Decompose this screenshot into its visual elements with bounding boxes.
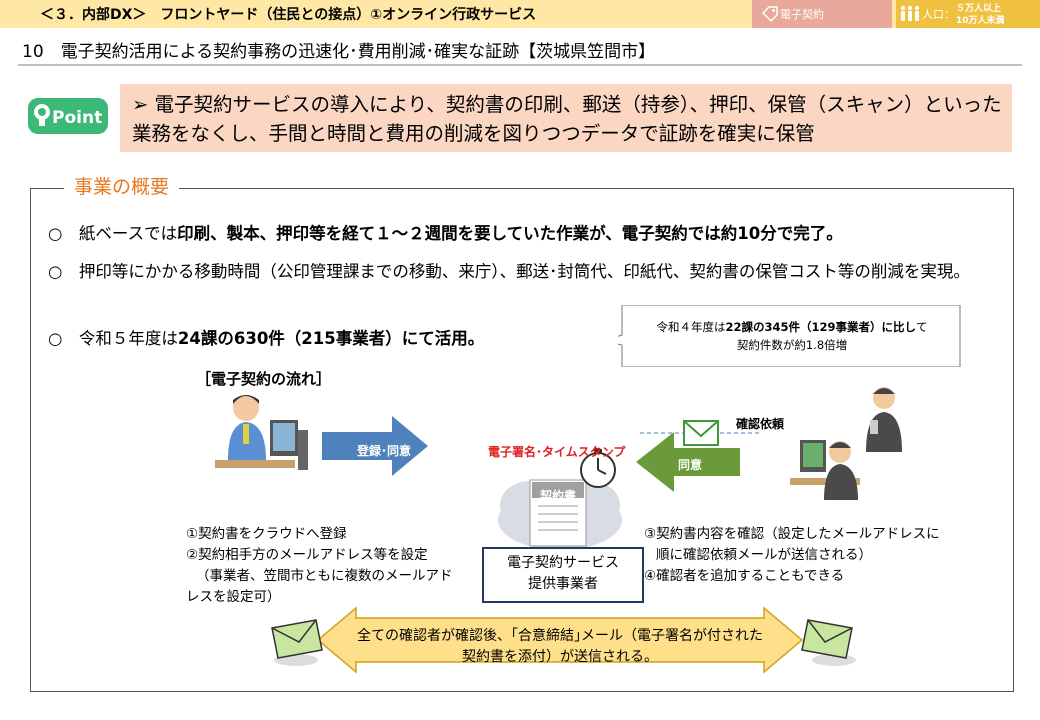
- step-4: ④確認者を追加することもできる: [644, 568, 845, 584]
- step-2-note-cont: レスを設定可）: [186, 589, 281, 605]
- overview-title: 事業の概要: [64, 172, 180, 199]
- tag-icon: [761, 6, 778, 23]
- register-arrow-label: 登録･同意: [356, 444, 411, 458]
- point-box: [120, 84, 1012, 152]
- business-partner-illustration: [790, 387, 902, 500]
- final-notice-line-1: 全ての確認者が確認後、｢合意締結｣メール（電子署名が付された: [357, 628, 763, 644]
- callout-line-2: 契約件数が約1.8倍増: [736, 338, 848, 352]
- case-title: 10 電子契約活用による契約事務の迅速化･費用削減･確実な証跡【茨城県笠間市】: [22, 42, 656, 62]
- bullet-3: ○ 令和５年度は24課の630件（215事業者）にて活用。: [48, 329, 485, 348]
- population-range-max: 10万人未満: [956, 16, 1005, 26]
- flow-title: ［電子契約の流れ］: [196, 370, 332, 388]
- provider-label-2: 提供事業者: [528, 576, 598, 592]
- point-logo: Point: [28, 98, 108, 134]
- stopwatch-icon: [580, 449, 616, 488]
- confirm-request-label: 確認依頼: [736, 417, 785, 431]
- right-envelope-icon: [801, 619, 856, 666]
- callout-line-1: 令和４年度は22課の345件（129事業者）に比して: [656, 320, 928, 334]
- left-envelope-icon: [271, 619, 323, 666]
- esign-timestamp-label: 電子署名･タイムスタンプ: [488, 445, 626, 459]
- category-tag-label: 電子契約: [780, 8, 824, 21]
- point-logo-text: Point: [52, 108, 102, 128]
- step-2-note: （事業者、笠間市ともに複数のメールアド: [196, 568, 453, 584]
- population-tag: [896, 0, 1040, 28]
- overview-frame: [30, 188, 1014, 692]
- provider-label-1: 電子契約サービス: [507, 555, 619, 571]
- title-divider: [18, 64, 1022, 66]
- final-notice-arrow: [316, 606, 804, 674]
- people-icon: [900, 5, 920, 21]
- step-1: ①契約書をクラウドへ登録: [186, 526, 347, 542]
- agree-arrow-label: 同意: [677, 458, 702, 472]
- provider-box: [482, 547, 644, 603]
- category-tag: [752, 0, 892, 28]
- step-3-cont: 順に確認依頼メールが送信される）: [656, 547, 872, 563]
- document-label: 契約書: [540, 489, 577, 503]
- step-2: ②契約相手方のメールアドレス等を設定: [186, 547, 428, 563]
- step-3: ③契約書内容を確認（設定したメールアドレスに: [644, 526, 940, 542]
- population-prefix: 人口：: [922, 8, 955, 21]
- register-arrow: [322, 416, 428, 476]
- population-range-min: ５万人以上: [956, 4, 1002, 14]
- cloud-service-illustration: [498, 479, 622, 550]
- bullet-1: ○ 紙ベースでは印刷、製本、押印等を経て１～２週間を要していた作業が、電子契約で…: [48, 224, 843, 243]
- email-envelope-icon: [683, 420, 719, 446]
- point-text: ➢ 電子契約サービスの導入により、契約書の印刷、郵送（持参）、押印、保管（スキャ…: [132, 93, 1002, 145]
- city-staff-illustration: [215, 395, 308, 470]
- section-title: ＜３．内部DX＞ フロントヤード（住民との接点）①オンライン行政サービス: [40, 7, 537, 23]
- bullet-2: ○ 押印等にかかる移動時間（公印管理課までの移動、来庁）、郵送･封筒代、印紙代、…: [48, 262, 970, 281]
- agree-arrow: [636, 432, 740, 492]
- comparison-callout: [618, 305, 961, 367]
- final-notice-line-2: 契約書を添付）が送信される。: [462, 649, 658, 665]
